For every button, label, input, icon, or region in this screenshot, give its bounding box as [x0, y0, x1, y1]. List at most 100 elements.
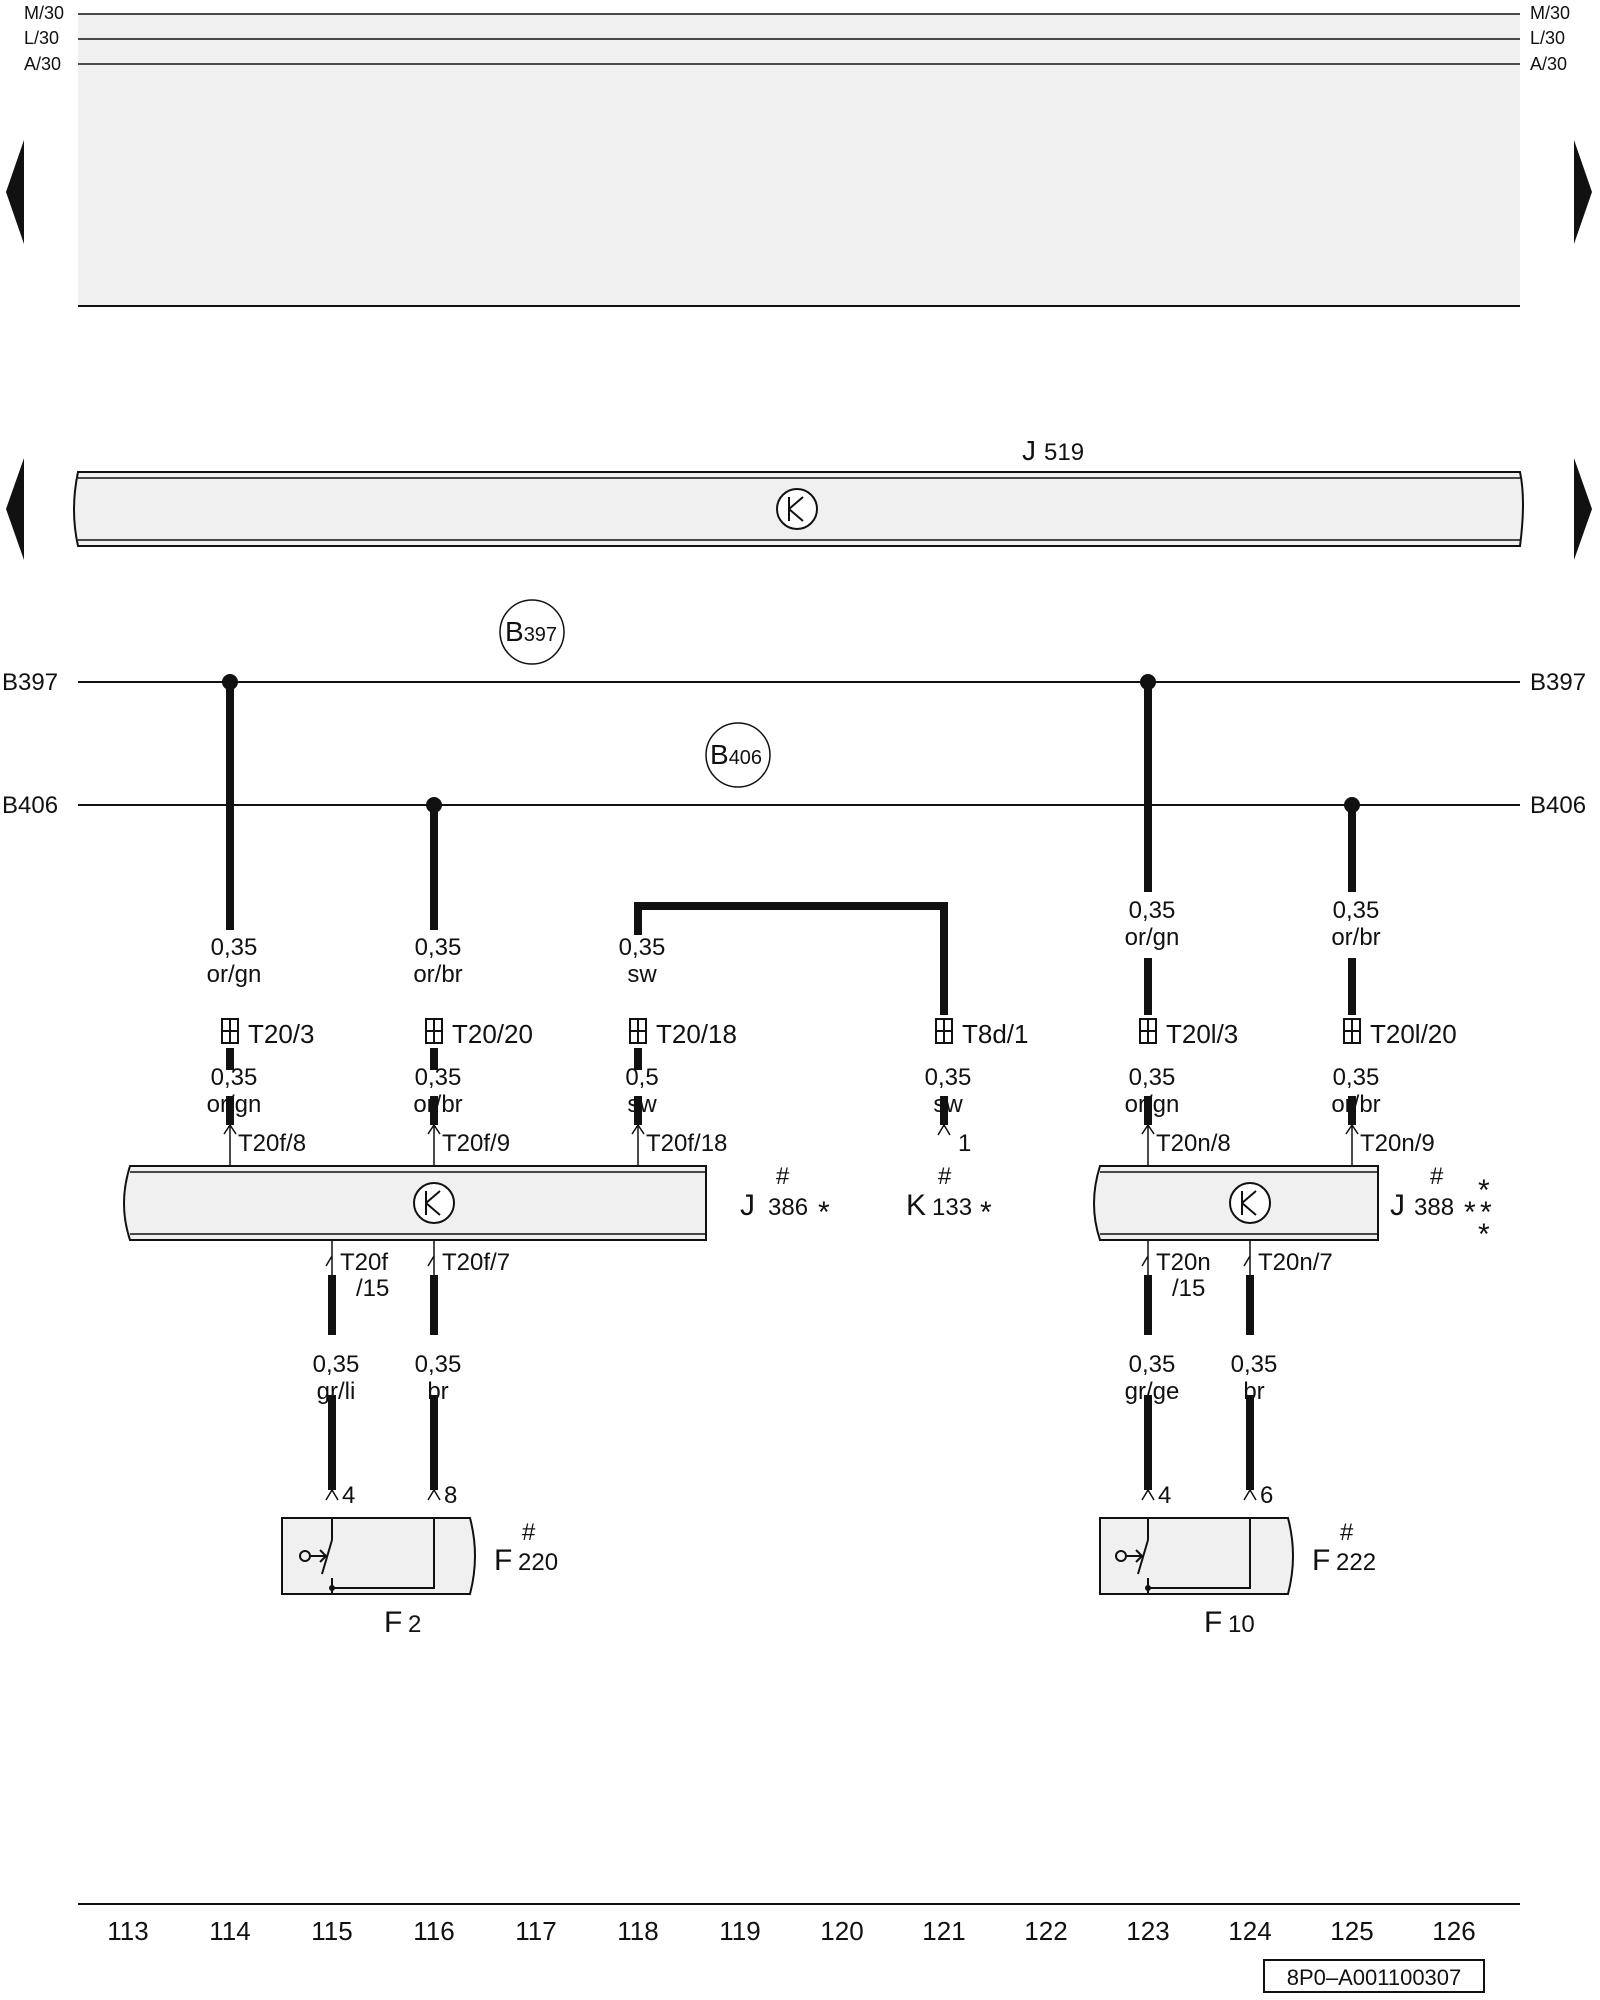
wire-size: 0,35 [415, 1351, 462, 1378]
wire-color: or/br [1331, 1091, 1380, 1118]
pin-label: T20f/9 [442, 1130, 510, 1157]
rail-label-m30-left: M/30 [24, 3, 64, 23]
bus-marker-b406: B406 [705, 722, 771, 788]
rail-label-l30-left: L/30 [24, 28, 59, 48]
grid-number: 113 [107, 1916, 148, 1946]
pin-label: T20f/18 [646, 1130, 727, 1157]
svg-text:#: # [1340, 1519, 1354, 1546]
svg-text:F: F [384, 1606, 402, 1639]
control-unit-j386[interactable] [123, 1165, 707, 1241]
continue-right-arrow-icon[interactable] [1574, 458, 1592, 560]
label-f220: # F 220 [494, 1519, 558, 1577]
wire-color: sw [627, 1091, 657, 1118]
svg-text:220: 220 [518, 1549, 558, 1576]
svg-text:J: J [740, 1189, 755, 1222]
label-f2: F 2 [384, 1606, 421, 1639]
bus-label-b397-left: B397 [2, 669, 58, 696]
wire-size: 0,5 [625, 1064, 658, 1091]
wire-color: or/br [1331, 924, 1380, 951]
bus-label-b406-left: B406 [2, 792, 58, 819]
svg-text:#: # [522, 1519, 536, 1546]
grid-number: 119 [719, 1916, 760, 1946]
connector-symbols [221, 1018, 1361, 1044]
continue-left-arrow-icon[interactable] [6, 458, 24, 560]
wire-size: 0,35 [1333, 897, 1380, 924]
grid-number: 122 [1024, 1916, 1067, 1946]
svg-text:*: * [1464, 1196, 1476, 1229]
switch-f222[interactable] [1099, 1517, 1294, 1595]
continue-right-arrow-icon[interactable] [1574, 140, 1592, 244]
pin-label: 8 [444, 1482, 457, 1509]
svg-text:B397: B397 [505, 616, 557, 647]
pin-label: T20n/8 [1156, 1130, 1231, 1157]
control-unit-j388[interactable] [1093, 1165, 1379, 1241]
grid-number: 125 [1330, 1916, 1373, 1946]
svg-text:F: F [1204, 1606, 1222, 1639]
wire-size: 0,35 [313, 1351, 360, 1378]
connector-label: T20/18 [656, 1019, 737, 1049]
connector-label: T20/20 [452, 1019, 533, 1049]
svg-text:#: # [938, 1163, 952, 1190]
svg-text:8P0–A001100307: 8P0–A001100307 [1287, 1965, 1462, 1990]
grid-number: 117 [515, 1916, 556, 1946]
svg-text:F: F [494, 1544, 512, 1577]
grid-number: 120 [820, 1916, 863, 1946]
wire-size: 0,35 [1333, 1064, 1380, 1091]
top-rail-panel [78, 13, 1520, 307]
svg-text:#: # [1430, 1163, 1444, 1190]
splice-point [222, 674, 238, 690]
switch-f220[interactable] [281, 1517, 476, 1595]
wire-size: 0,35 [925, 1064, 972, 1091]
rail-label-l30-right: L/30 [1530, 28, 1565, 48]
bus-label-b397-right: B397 [1530, 669, 1586, 696]
wire-size: 0,35 [1129, 1351, 1176, 1378]
wire-paths [226, 682, 1356, 1490]
svg-text:B406: B406 [710, 739, 762, 770]
wire-color: or/gn [1125, 1091, 1180, 1118]
grid-number: 121 [922, 1916, 965, 1946]
splice-point [1140, 674, 1156, 690]
connector-label: T20l/20 [1370, 1019, 1457, 1049]
wire-color: or/gn [207, 961, 262, 988]
svg-text:386: 386 [768, 1194, 808, 1221]
wire-color: sw [933, 1091, 963, 1118]
svg-text:J: J [1390, 1189, 1405, 1222]
label-k133: # K 133 * [906, 1163, 992, 1229]
svg-text:388: 388 [1414, 1194, 1454, 1221]
drawing-id-box: 8P0–A001100307 [1263, 1959, 1485, 1993]
control-unit-j519[interactable] [73, 471, 1524, 547]
continue-left-arrow-icon[interactable] [6, 140, 24, 244]
connector-label: T20l/3 [1166, 1019, 1238, 1049]
wire-color: sw [627, 961, 657, 988]
pin-label: /15 [356, 1275, 389, 1302]
rail-label-a30-left: A/30 [24, 54, 61, 74]
rail-label-m30-right: M/30 [1530, 3, 1570, 23]
pin-label: 4 [342, 1482, 355, 1509]
grid-number: 114 [209, 1916, 250, 1946]
wire-color: gr/ge [1125, 1378, 1180, 1405]
wire-labels: 0,35 or/gn 0,35 or/gn 0,35 or/br 0,35 or… [207, 897, 1381, 1405]
wire-color: or/br [413, 1091, 462, 1118]
pin-label: 1 [958, 1130, 971, 1157]
grid-number: 118 [617, 1916, 658, 1946]
bus-label-b406-right: B406 [1530, 792, 1586, 819]
svg-text:*: * [1478, 1218, 1490, 1251]
svg-text:222: 222 [1336, 1549, 1376, 1576]
pin-label: T20n/9 [1360, 1130, 1435, 1157]
grid-number: 116 [413, 1916, 454, 1946]
pin-label: T20n [1156, 1249, 1211, 1276]
wire-size: 0,35 [415, 1064, 462, 1091]
svg-text:*: * [818, 1196, 830, 1229]
wire-color: or/br [413, 961, 462, 988]
bus-marker-b397: B397 [499, 599, 565, 665]
svg-text:*: * [1480, 1196, 1492, 1229]
connector-label: T20/3 [248, 1019, 315, 1049]
pin-labels: T20f/8 T20f/9 T20f/18 1 T20n/8 T20n/9 T2… [238, 1130, 1435, 1509]
rail-label-a30-right: A/30 [1530, 54, 1567, 74]
wire-size: 0,35 [211, 934, 258, 961]
pin-label: T20n/7 [1258, 1249, 1333, 1276]
wire-size: 0,35 [1231, 1351, 1278, 1378]
pin-label: 4 [1158, 1482, 1171, 1509]
